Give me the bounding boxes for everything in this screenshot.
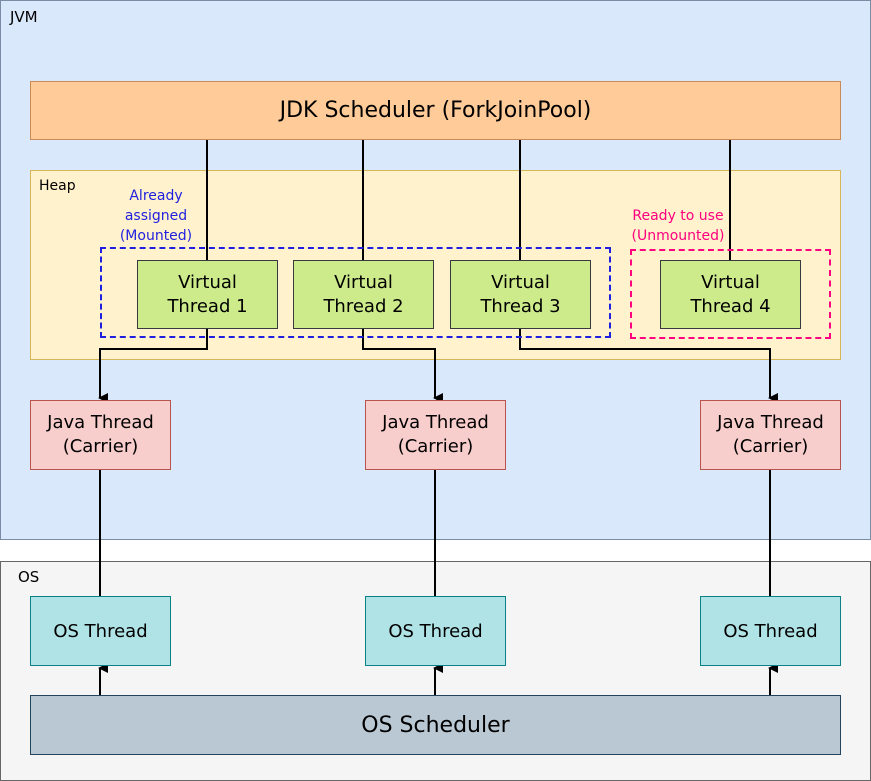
os-thread-3-label: OS Thread [723, 620, 818, 642]
vt3-to-carrier3-arrow [519, 328, 778, 403]
unmounted-note-line2: (Unmounted) [631, 228, 725, 244]
virtual-thread-3-line2: Thread 3 [480, 295, 561, 317]
carrier-thread-3-line1: Java Thread [717, 412, 824, 433]
os-thread-1: OS Thread [30, 596, 171, 666]
vt1-to-carrier1-arrow [98, 328, 208, 403]
mounted-note-line1: Already [129, 188, 183, 204]
os-thread-2-label: OS Thread [388, 620, 483, 642]
unmounted-note-line1: Ready to use [632, 208, 724, 224]
os-thread-2: OS Thread [365, 596, 506, 666]
jdk-scheduler-label: JDK Scheduler (ForkJoinPool) [279, 98, 592, 123]
carrier-thread-3-line2: (Carrier) [732, 436, 809, 457]
mounted-note-line3: (Mounted) [119, 228, 193, 244]
virtual-thread-2-line1: Virtual [334, 271, 393, 293]
vt2-to-carrier2-arrow [362, 328, 443, 403]
carrier-thread-1-line1: Java Thread [47, 412, 154, 433]
virtual-thread-4: Virtual Thread 4 [660, 260, 801, 329]
carrier-thread-2-line1: Java Thread [382, 412, 489, 433]
jvm-label: JVM [10, 8, 38, 26]
mounted-group [100, 247, 611, 338]
virtual-thread-1-line1: Virtual [178, 271, 237, 293]
mounted-note: Already assigned (Mounted) [108, 186, 204, 246]
virtual-thread-1-line2: Thread 1 [167, 295, 248, 317]
mounted-note-line2: assigned [124, 208, 188, 224]
virtual-thread-4-line1: Virtual [701, 271, 760, 293]
virtual-thread-3: Virtual Thread 3 [450, 260, 591, 329]
carrier-thread-3: Java Thread (Carrier) [700, 400, 841, 470]
os-scheduler-box: OS Scheduler [30, 695, 841, 755]
virtual-thread-4-line2: Thread 4 [690, 295, 771, 317]
unmounted-note: Ready to use (Unmounted) [618, 206, 738, 246]
unmounted-group [630, 249, 831, 339]
virtual-thread-1: Virtual Thread 1 [137, 260, 278, 329]
carrier-thread-1: Java Thread (Carrier) [30, 400, 171, 470]
virtual-thread-2-line2: Thread 2 [323, 295, 404, 317]
jdk-scheduler-box: JDK Scheduler (ForkJoinPool) [30, 81, 841, 140]
carrier-thread-1-line2: (Carrier) [62, 436, 139, 457]
carrier-thread-2-line2: (Carrier) [397, 436, 474, 457]
os-scheduler-label: OS Scheduler [361, 712, 510, 738]
virtual-thread-2: Virtual Thread 2 [293, 260, 434, 329]
os-thread-1-label: OS Thread [53, 620, 148, 642]
os-label: OS [18, 568, 40, 586]
heap-label: Heap [39, 178, 76, 194]
os-thread-3: OS Thread [700, 596, 841, 666]
carrier-thread-2: Java Thread (Carrier) [365, 400, 506, 470]
virtual-thread-3-line1: Virtual [491, 271, 550, 293]
